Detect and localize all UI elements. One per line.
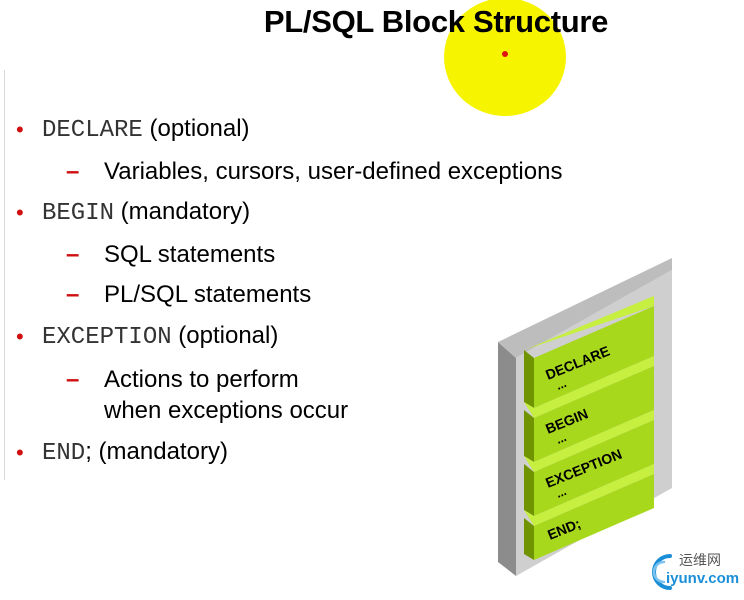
note-begin: (mandatory) <box>114 198 251 225</box>
yellow-highlight <box>444 0 566 116</box>
watermark-logo-icon <box>652 554 672 590</box>
dash-icon: – <box>66 281 80 308</box>
keyword-end: END <box>42 440 86 467</box>
note-end: ; (mandatory) <box>85 438 228 465</box>
block-structure-diagram: DECLARE ... BEGIN ... EXCEPTION ... END; <box>496 258 676 576</box>
watermark-en: iyunv.com <box>666 570 740 587</box>
block-end <box>524 464 654 560</box>
pointer-dot <box>502 51 508 57</box>
sub-item-exception-1: Actions to perform <box>104 366 299 393</box>
bullet-icon: • <box>16 440 24 465</box>
block-stack-graphic: DECLARE ... BEGIN ... EXCEPTION ... END; <box>498 258 672 576</box>
list-item-end: END; (mandatory) <box>42 437 228 469</box>
list-item-exception: EXCEPTION (optional) <box>42 321 278 353</box>
keyword-declare: DECLARE <box>42 117 143 144</box>
block-declare <box>524 296 654 408</box>
list-item-declare: DECLARE (optional) <box>42 114 250 146</box>
bullet-icon: • <box>16 324 24 349</box>
left-divider <box>4 70 5 480</box>
block-dots-declare: ... <box>554 376 569 393</box>
dash-icon: – <box>66 366 80 393</box>
note-exception: (optional) <box>171 322 279 349</box>
sub-item-begin-2: PL/SQL statements <box>104 281 312 308</box>
frame-side <box>498 342 516 576</box>
list-item-begin: BEGIN (mandatory) <box>42 197 250 229</box>
block-dots-begin: ... <box>554 430 569 447</box>
keyword-exception: EXCEPTION <box>42 324 172 351</box>
block-begin <box>524 356 654 462</box>
block-exception <box>524 410 654 516</box>
bullet-icon: • <box>16 200 24 225</box>
note-declare: (optional) <box>142 115 250 142</box>
sub-item-begin-1: SQL statements <box>104 241 276 268</box>
watermark-cn: 运维网 <box>679 553 721 569</box>
sub-item-declare: Variables, cursors, user-defined excepti… <box>104 158 563 185</box>
dash-icon: – <box>66 241 80 268</box>
bullet-icon: • <box>16 117 24 142</box>
sub-item-exception-2: when exceptions occur <box>104 397 349 424</box>
watermark: 运维网 iyunv.com <box>636 548 742 594</box>
keyword-begin: BEGIN <box>42 200 115 227</box>
page-title: PL/SQL Block Structure <box>263 4 609 39</box>
block-dots-exception: ... <box>554 484 569 501</box>
frame-top <box>498 258 672 358</box>
dash-icon: – <box>66 158 80 185</box>
